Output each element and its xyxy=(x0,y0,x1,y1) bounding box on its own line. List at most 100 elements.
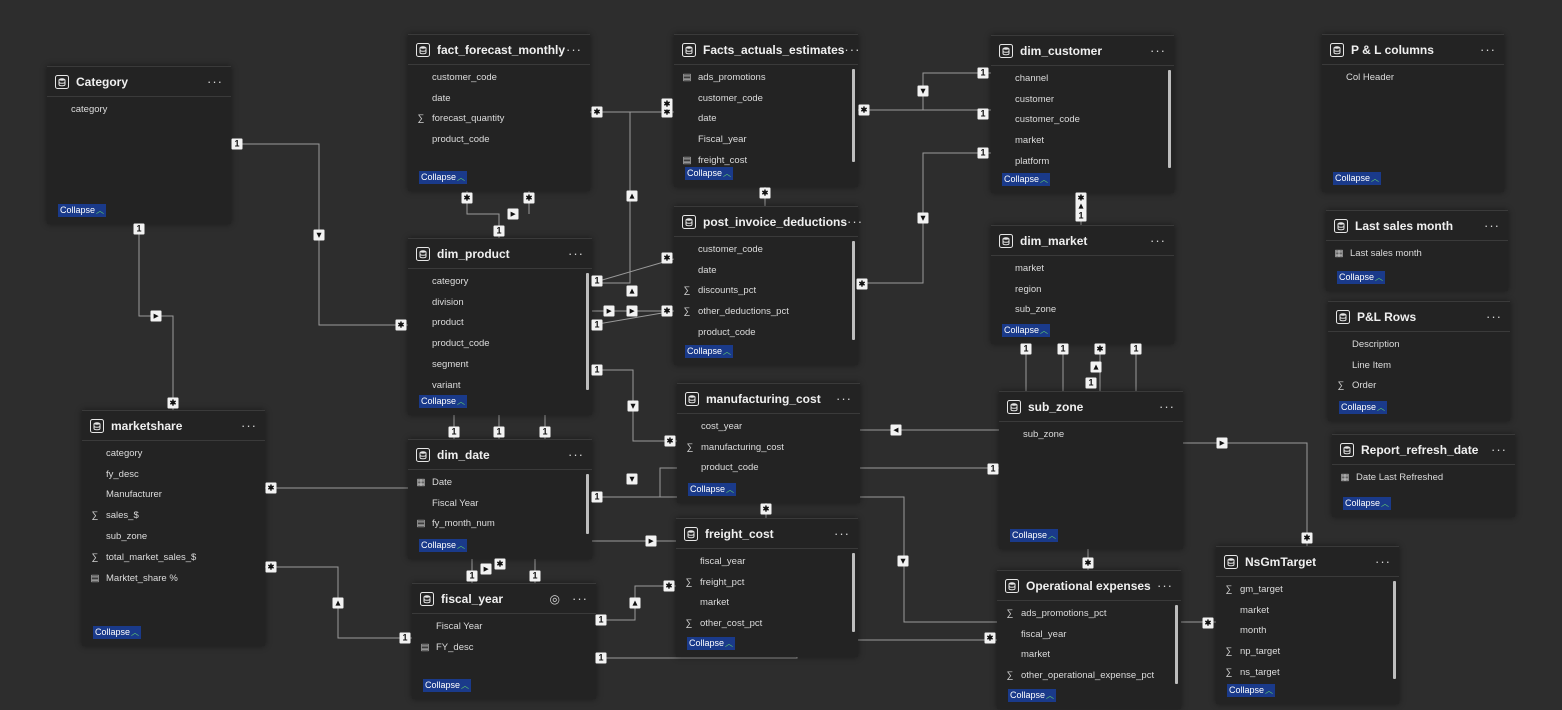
field-row[interactable]: Line Item xyxy=(1334,355,1510,376)
collapse-button[interactable]: Collapse︿ xyxy=(419,395,468,408)
field-row[interactable]: category xyxy=(414,271,592,292)
more-options-icon[interactable]: ··· xyxy=(568,447,584,462)
field-row[interactable]: sub_zone xyxy=(997,300,1174,321)
field-row[interactable]: ∑ns_target xyxy=(1222,662,1399,683)
scrollbar[interactable] xyxy=(1393,581,1396,679)
field-row[interactable]: Fiscal_year xyxy=(680,129,858,150)
more-options-icon[interactable]: ··· xyxy=(1486,309,1502,324)
more-options-icon[interactable]: ··· xyxy=(836,391,852,406)
collapse-button[interactable]: Collapse︿ xyxy=(1333,172,1382,185)
more-options-icon[interactable]: ··· xyxy=(844,42,861,57)
field-row[interactable]: segment xyxy=(414,354,592,375)
field-row[interactable]: ∑other_cost_pct xyxy=(682,613,858,634)
field-row[interactable]: date xyxy=(414,88,590,109)
field-row[interactable]: ∑ads_promotions_pct xyxy=(1003,603,1181,624)
field-row[interactable]: market xyxy=(997,258,1174,279)
field-row[interactable]: market xyxy=(997,130,1174,151)
table-header[interactable]: Facts_actuals_estimates ··· xyxy=(674,35,861,65)
field-row[interactable]: product_code xyxy=(414,333,592,354)
collapse-button[interactable]: Collapse︿ xyxy=(687,637,736,650)
table-card-pl-columns[interactable]: P & L columns ··· Col Header Collapse︿ xyxy=(1322,34,1504,192)
eye-icon[interactable]: ◎ xyxy=(549,591,560,606)
scrollbar[interactable] xyxy=(852,69,855,162)
collapse-button[interactable]: Collapse︿ xyxy=(93,626,142,639)
table-header[interactable]: Operational expenses ··· xyxy=(997,571,1181,601)
table-card-operational-expenses[interactable]: Operational expenses ··· ∑ads_promotions… xyxy=(997,570,1181,709)
field-row[interactable]: category xyxy=(88,443,265,464)
field-row[interactable]: market xyxy=(1222,600,1399,621)
table-header[interactable]: P&L Rows ··· xyxy=(1328,302,1510,332)
table-header[interactable]: marketshare ··· xyxy=(82,411,265,441)
field-row[interactable]: ▤ads_promotions xyxy=(680,67,858,88)
collapse-button[interactable]: Collapse︿ xyxy=(688,483,737,496)
field-row[interactable]: ∑discounts_pct xyxy=(680,281,858,302)
collapse-button[interactable]: Collapse︿ xyxy=(1010,529,1059,542)
field-row[interactable]: variant xyxy=(414,375,592,396)
table-header[interactable]: Report_refresh_date ··· xyxy=(1332,435,1515,465)
field-row[interactable]: ▤freight_cost xyxy=(680,150,858,171)
field-row[interactable]: fiscal_year xyxy=(1003,624,1181,645)
field-row[interactable]: cost_year xyxy=(683,416,860,437)
collapse-button[interactable]: Collapse︿ xyxy=(1343,497,1392,510)
field-row[interactable]: division xyxy=(414,292,592,313)
more-options-icon[interactable]: ··· xyxy=(1484,218,1500,233)
field-row[interactable]: product_code xyxy=(680,322,858,343)
field-row[interactable]: market xyxy=(1003,645,1181,666)
field-row[interactable]: market xyxy=(682,593,858,614)
field-row[interactable]: customer xyxy=(997,89,1174,110)
field-row[interactable]: fy_desc xyxy=(88,464,265,485)
table-card-category[interactable]: Category ··· category Collapse︿ xyxy=(47,66,231,224)
field-row[interactable]: product_code xyxy=(683,458,860,479)
more-options-icon[interactable]: ··· xyxy=(207,74,223,89)
scrollbar[interactable] xyxy=(586,273,589,390)
more-options-icon[interactable]: ··· xyxy=(1480,42,1496,57)
table-header[interactable]: Category ··· xyxy=(47,67,231,97)
more-options-icon[interactable]: ··· xyxy=(1157,578,1173,593)
table-header[interactable]: fact_forecast_monthly ··· xyxy=(408,35,590,65)
field-row[interactable]: Fiscal Year xyxy=(414,493,592,514)
table-header[interactable]: dim_product ··· xyxy=(408,239,592,269)
more-options-icon[interactable]: ··· xyxy=(572,591,588,606)
field-row[interactable]: ∑freight_pct xyxy=(682,572,858,593)
scrollbar[interactable] xyxy=(1168,70,1171,168)
field-row[interactable]: ∑total_market_sales_$ xyxy=(88,547,265,568)
field-row[interactable]: ▦Date Last Refreshed xyxy=(1338,467,1515,488)
table-card-manufacturing-cost[interactable]: manufacturing_cost ··· cost_year∑manufac… xyxy=(677,383,860,503)
collapse-button[interactable]: Collapse︿ xyxy=(685,167,734,180)
relationship-line[interactable] xyxy=(1183,442,1308,546)
field-row[interactable]: ∑np_target xyxy=(1222,641,1399,662)
field-row[interactable]: channel xyxy=(997,68,1174,89)
collapse-button[interactable]: Collapse︿ xyxy=(419,171,468,184)
more-options-icon[interactable]: ··· xyxy=(1491,442,1507,457)
field-row[interactable]: date xyxy=(680,109,858,130)
field-row[interactable]: product_code xyxy=(414,129,590,150)
field-row[interactable]: Col Header xyxy=(1328,67,1504,88)
more-options-icon[interactable]: ··· xyxy=(1159,399,1175,414)
field-row[interactable]: Fiscal Year xyxy=(418,616,596,637)
more-options-icon[interactable]: ··· xyxy=(241,418,257,433)
field-row[interactable]: ∑other_deductions_pct xyxy=(680,301,858,322)
table-header[interactable]: dim_customer ··· xyxy=(991,36,1174,66)
table-card-last-sales-month[interactable]: Last sales month ··· ▦Last sales month C… xyxy=(1326,210,1508,291)
scrollbar[interactable] xyxy=(1175,605,1178,684)
more-options-icon[interactable]: ··· xyxy=(1150,43,1166,58)
collapse-button[interactable]: Collapse︿ xyxy=(1008,689,1057,702)
field-row[interactable]: region xyxy=(997,279,1174,300)
table-card-fiscal-year[interactable]: fiscal_year ◎ ··· Fiscal Year▤FY_desc Co… xyxy=(412,583,596,699)
table-header[interactable]: post_invoice_deductions ··· xyxy=(674,207,862,237)
table-card-post-invoice-deductions[interactable]: post_invoice_deductions ··· customer_cod… xyxy=(674,206,862,365)
field-row[interactable]: ∑gm_target xyxy=(1222,579,1399,600)
more-options-icon[interactable]: ··· xyxy=(566,42,582,57)
table-header[interactable]: dim_date ··· xyxy=(408,440,592,470)
scrollbar[interactable] xyxy=(852,553,855,632)
collapse-button[interactable]: Collapse︿ xyxy=(1339,401,1388,414)
table-card-facts-actuals-estimates[interactable]: Facts_actuals_estimates ··· ▤ads_promoti… xyxy=(674,34,861,187)
field-row[interactable]: ∑manufacturing_cost xyxy=(683,437,860,458)
collapse-button[interactable]: Collapse︿ xyxy=(1002,324,1051,337)
collapse-button[interactable]: Collapse︿ xyxy=(1002,173,1051,186)
